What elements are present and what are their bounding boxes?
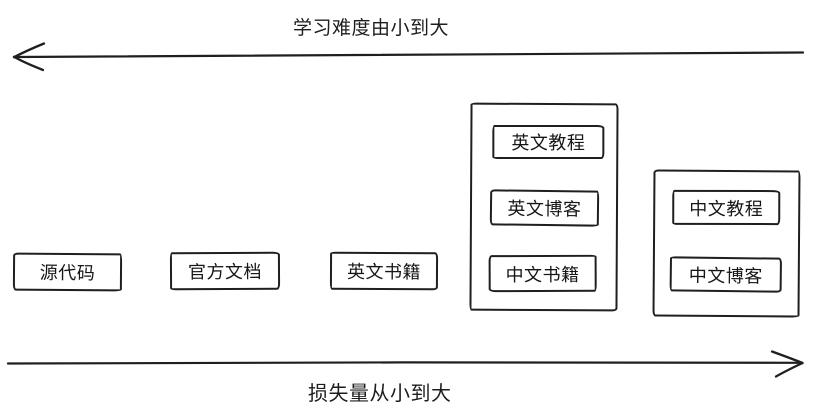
loss-arrow-right-icon <box>6 350 804 378</box>
node-official-docs: 官方文档 <box>169 251 281 291</box>
loss-axis-label: 损失量从小到大 <box>308 381 452 405</box>
group-box-1: 英文教程 英文博客 中文书籍 <box>469 102 619 312</box>
node-chinese-books: 中文书籍 <box>488 254 597 293</box>
difficulty-arrow-left-icon <box>12 42 805 72</box>
node-source-code: 源代码 <box>12 252 123 292</box>
node-english-books: 英文书籍 <box>329 251 439 291</box>
group-box-2: 中文教程 中文博客 <box>652 169 801 318</box>
node-chinese-tutorials: 中文教程 <box>672 189 781 226</box>
difficulty-axis-label: 学习难度由小到大 <box>293 17 450 39</box>
node-chinese-blogs: 中文博客 <box>669 256 782 293</box>
node-english-tutorials: 英文教程 <box>492 125 605 160</box>
node-english-blogs: 英文博客 <box>489 189 600 227</box>
